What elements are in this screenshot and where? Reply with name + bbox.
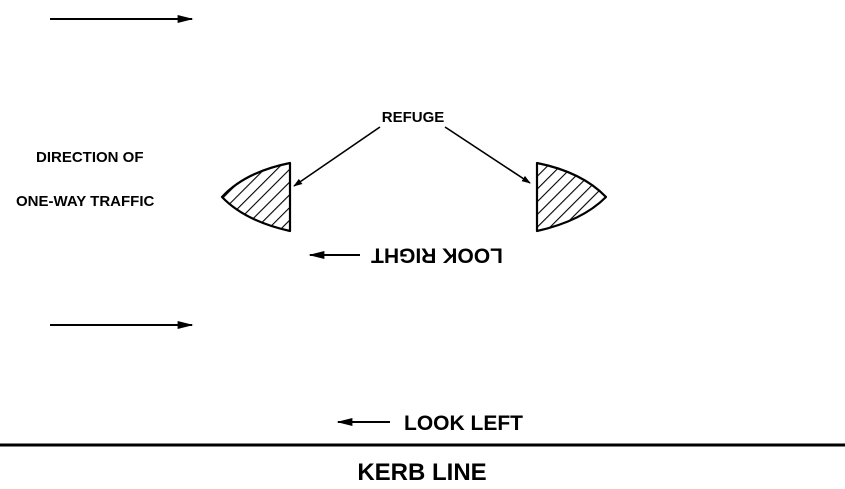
refuge-island-left [220, 161, 292, 233]
direction-label-line1: DIRECTION OF [36, 149, 144, 166]
direction-label-line2: ONE-WAY TRAFFIC [16, 193, 155, 210]
kerb-line-label: KERB LINE [357, 459, 486, 486]
look-left-text: LOOK LEFT [404, 412, 523, 435]
refuge-island-right [535, 161, 608, 233]
refuge-label: REFUGE [382, 109, 445, 126]
look-right-text: LOOK RIGHT [371, 244, 503, 267]
look-left-marking: LOOK LEFT [336, 412, 523, 435]
refuge-pointer-right [444, 126, 531, 184]
refuge-pointer-left [293, 126, 381, 187]
look-right-marking: LOOK RIGHT [308, 244, 503, 267]
